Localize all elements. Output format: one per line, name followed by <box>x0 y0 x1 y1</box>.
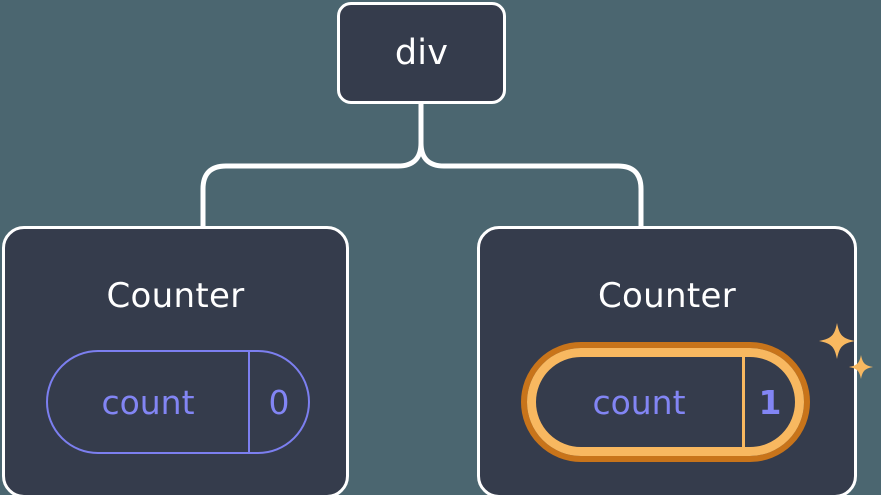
state-key-right: count <box>592 382 686 422</box>
state-value-right: 1 <box>758 382 782 422</box>
node-counter-right-title: Counter <box>598 276 736 316</box>
state-pill-divider-left <box>248 352 250 452</box>
connector-left <box>200 97 424 231</box>
sparkle-icon-large <box>819 323 855 359</box>
node-counter-left-title: Counter <box>106 276 245 316</box>
state-key-left: count <box>101 382 195 422</box>
state-pill-right-inner-ring: count 1 <box>527 348 804 456</box>
node-div[interactable]: div <box>337 2 506 104</box>
node-counter-left[interactable]: Counter count 0 <box>2 226 349 495</box>
sparkle-icon-small <box>849 355 873 379</box>
sparkles-group <box>819 323 873 379</box>
connector-right <box>418 97 644 231</box>
node-div-label: div <box>394 32 449 73</box>
node-counter-right[interactable]: Counter count 1 <box>477 226 873 495</box>
state-pill-right[interactable]: count 1 <box>521 342 810 462</box>
state-value-left: 0 <box>268 382 290 422</box>
state-pill-left[interactable]: count 0 <box>46 350 310 454</box>
state-pill-divider-right <box>742 357 745 447</box>
